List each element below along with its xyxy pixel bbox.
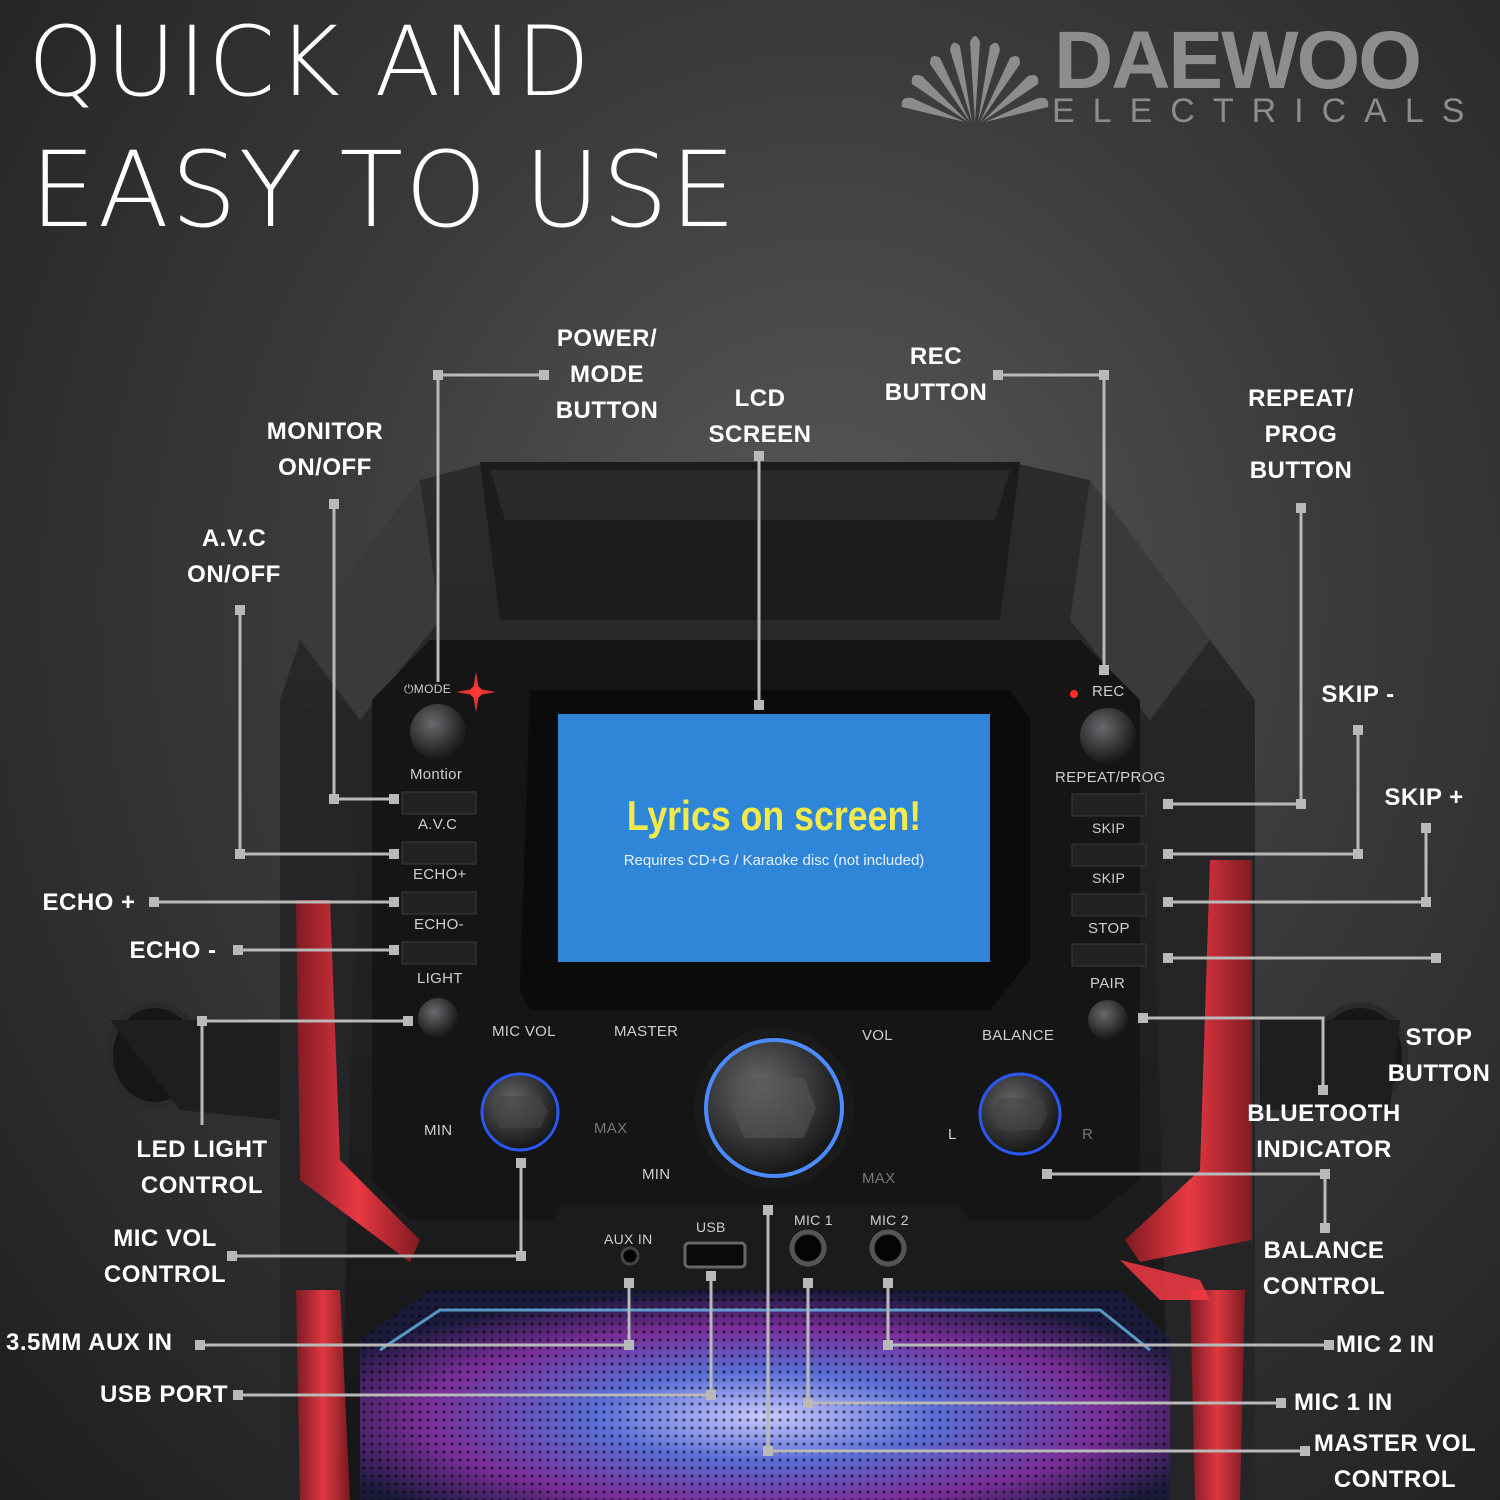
device-label-master: MASTER (614, 1023, 679, 1040)
device-label-r: R (1082, 1126, 1094, 1143)
callout-echo-minus: ECHO - (129, 937, 217, 964)
device-label-echo-plus: ECHO+ (413, 866, 467, 883)
device-label-mic2: MIC 2 (870, 1212, 909, 1228)
device-label-echo-minus: ECHO- (414, 916, 464, 933)
device-label-aux-in: AUX IN (604, 1231, 653, 1247)
device-label-mode: ⏻MODE (404, 682, 451, 696)
device-label-light: LIGHT (417, 970, 463, 987)
device-label-stop: STOP (1088, 920, 1130, 937)
daewoo-logo-icon (901, 36, 1049, 122)
device-label-repeat-prog: REPEAT/PROG (1055, 769, 1166, 786)
device-label-max-mic: MAX (594, 1120, 628, 1137)
callout-mic2-in: MIC 2 IN (1336, 1331, 1435, 1358)
brand-tagline: ELECTRICALS (1052, 92, 1483, 130)
lcd-screen-subtitle: Requires CD+G / Karaoke disc (not includ… (623, 852, 925, 869)
brand-name: DAEWOO (1054, 15, 1422, 106)
device-label-l: L (948, 1126, 957, 1143)
callout-mic1-in: MIC 1 IN (1294, 1389, 1393, 1416)
callout-aux-in: 3.5MM AUX IN (6, 1329, 173, 1356)
headline-line2: EASY TO USE (30, 129, 738, 251)
device-label-mic1: MIC 1 (794, 1212, 833, 1228)
device-label-skip-minus: SKIP (1092, 820, 1126, 836)
callout-skip-minus: SKIP - (1321, 681, 1395, 708)
headline-line1: QUICK AND (28, 6, 593, 118)
device-label-min-master: MIN (642, 1166, 671, 1183)
device-label-min-mic: MIN (424, 1122, 453, 1139)
device-label-vol: VOL (862, 1027, 893, 1044)
device-label-usb: USB (696, 1219, 726, 1235)
device-label-mic-vol: MIC VOL (492, 1023, 556, 1040)
callout-skip-plus: SKIP + (1384, 784, 1464, 811)
device-label-avc: A.V.C (418, 816, 458, 833)
callout-echo-plus: ECHO + (42, 889, 136, 916)
device-label-pair: PAIR (1090, 975, 1126, 992)
device-label-max-master: MAX (862, 1170, 896, 1187)
device-label-balance: BALANCE (982, 1027, 1055, 1044)
lcd-screen-title: Lyrics on screen! (626, 792, 922, 839)
device-label-skip-plus: SKIP (1092, 870, 1126, 886)
device-label-monitor: Montior (410, 766, 463, 783)
device-label-rec: REC (1092, 683, 1125, 700)
callout-usb-port: USB PORT (100, 1381, 229, 1408)
